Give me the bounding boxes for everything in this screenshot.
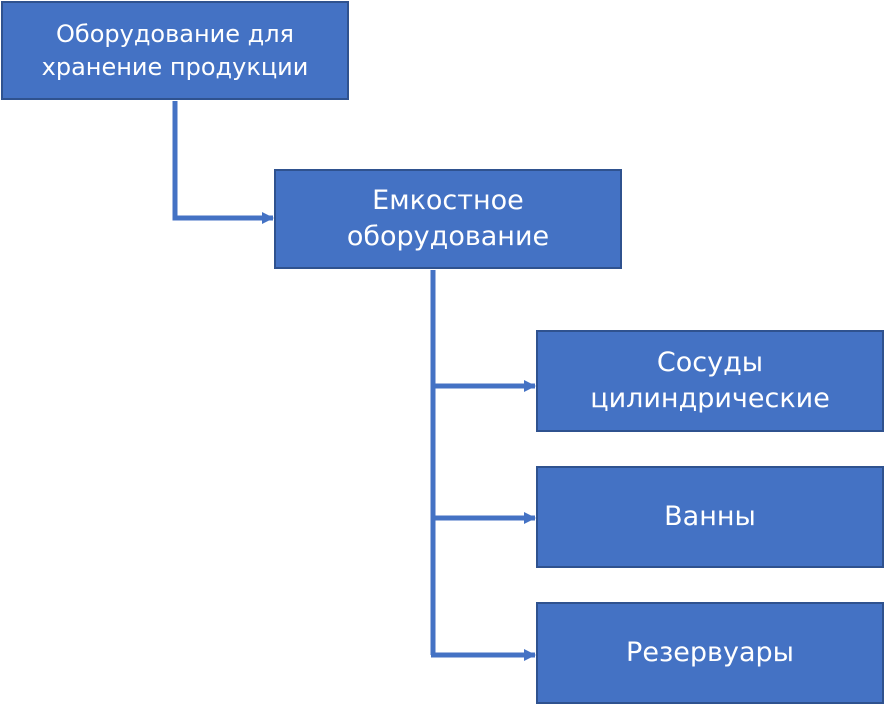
node-baths: Ванны [536,466,884,568]
connector-root-to-capacity [172,101,274,224]
node-baths-label: Ванны [664,500,756,532]
node-tanks: Резервуары [536,602,884,704]
node-tanks-label: Резервуары [626,636,794,668]
node-storage-equipment-label: Оборудование для хранение продукции [41,20,309,81]
node-capacity-equipment-label: Емкостное оборудование [346,184,550,252]
node-capacity-equipment: Емкостное оборудование [274,169,622,269]
node-cylindrical-vessels: Сосуды цилиндрические [536,330,884,432]
node-storage-equipment: Оборудование для хранение продукции [1,1,349,100]
node-cylindrical-vessels-label: Сосуды цилиндрические [590,346,830,414]
